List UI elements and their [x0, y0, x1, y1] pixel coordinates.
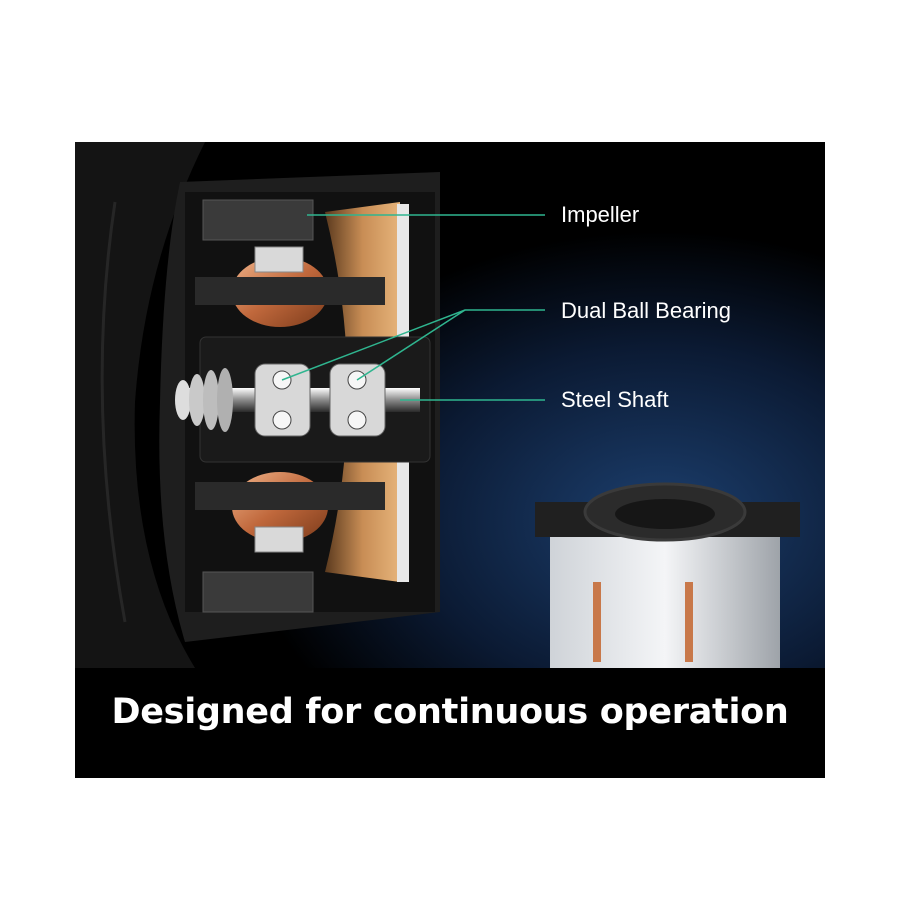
- cpu-cooler-illustration: [535, 482, 800, 668]
- illustration-panel: Impeller Dual Ball Bearing Steel Shaft D…: [75, 142, 825, 778]
- callout-lines: [281, 214, 545, 401]
- copper-coil-bottom: [195, 472, 385, 553]
- callout-impeller: Impeller: [561, 202, 640, 227]
- caption: Designed for continuous operation: [111, 692, 789, 732]
- callout-dual-ball-bearing: Dual Ball Bearing: [561, 298, 731, 323]
- ball-bearing-right: [329, 363, 386, 437]
- copper-coil-top: [195, 246, 385, 327]
- blade-edge: [100, 201, 127, 623]
- ball-bearing-left: [254, 363, 311, 437]
- caption-bar: Designed for continuous operation: [75, 668, 825, 778]
- callout-steel-shaft: Steel Shaft: [561, 387, 669, 412]
- fan-cross-section-illustration: [75, 142, 825, 668]
- impeller-bottom: [202, 571, 314, 613]
- impeller-top: [202, 199, 314, 241]
